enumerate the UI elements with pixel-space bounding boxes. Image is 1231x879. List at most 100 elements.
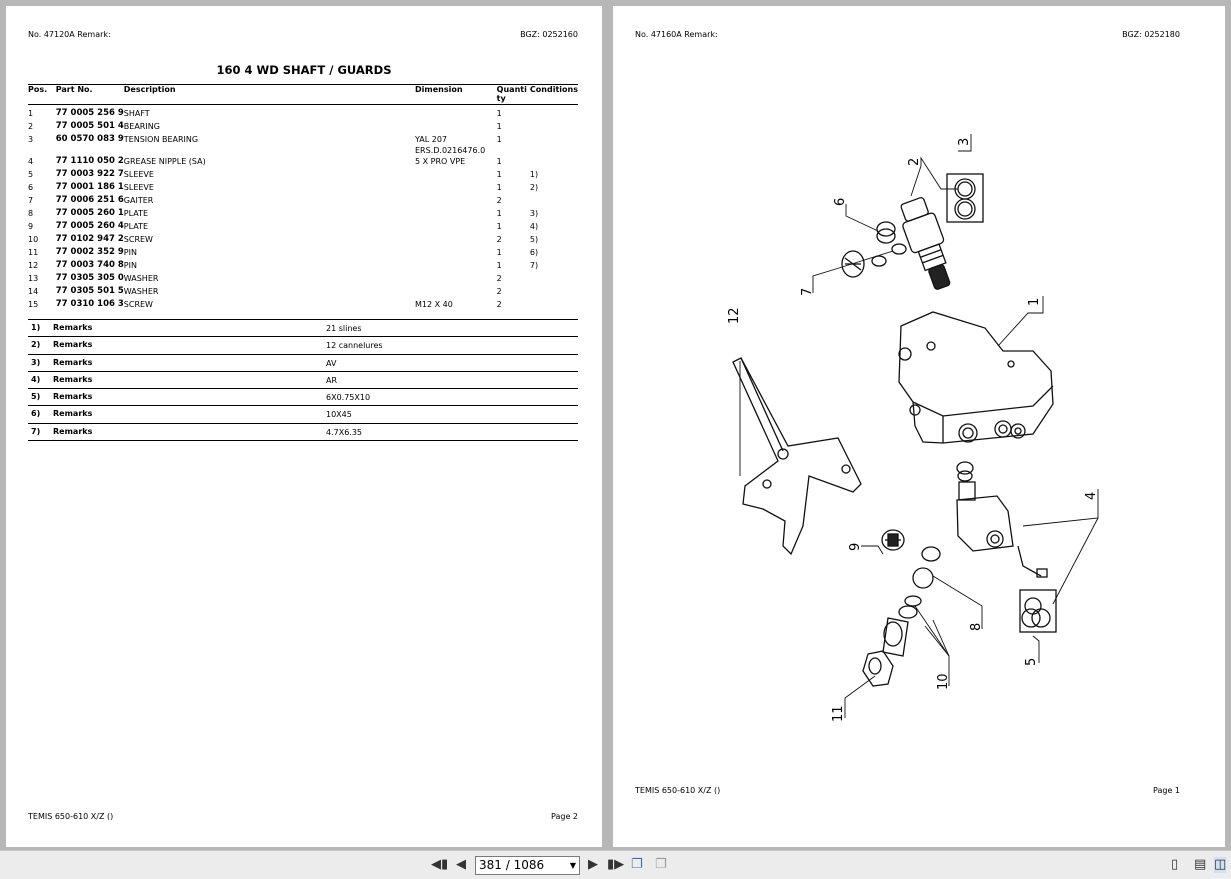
- cell-cond: [530, 121, 578, 134]
- cell-cond: 5): [529, 235, 539, 244]
- insert-pages-icon[interactable]: ❐: [655, 857, 667, 872]
- continuous-view-icon[interactable]: ▤: [1194, 857, 1207, 872]
- col-part-no: Part No.: [55, 84, 124, 105]
- prev-page-icon[interactable]: ◀: [456, 857, 466, 872]
- cell-qty: 1: [496, 170, 502, 179]
- cell-dim: 5 X PRO VPE: [415, 157, 466, 166]
- cell-pos: 8: [28, 209, 34, 218]
- callout-11: 11: [831, 705, 846, 722]
- cell-pos: 3: [28, 135, 34, 144]
- col-quantity: Quantity: [496, 84, 530, 105]
- cell-cond: [530, 286, 578, 299]
- single-page-view-icon[interactable]: ▯: [1171, 857, 1179, 872]
- cell-cond: 4): [529, 222, 539, 231]
- cell-pos: 14: [28, 287, 39, 296]
- cell-dim: [415, 182, 497, 195]
- last-page-icon[interactable]: ▮▶: [607, 857, 625, 872]
- cell-part-no: 77 0001 186 1: [55, 182, 124, 192]
- callout-5: 5: [1024, 658, 1039, 666]
- left-page: No. 47120A Remark: BGZ: 0252160 160 4 WD…: [6, 6, 602, 847]
- page-number-input[interactable]: 381 / 1086 ▼: [475, 856, 580, 875]
- cell-desc: TENSION BEARING: [123, 135, 199, 144]
- footer-model: TEMIS 650-610 X/Z (): [28, 812, 114, 821]
- header-bgz: BGZ: 0252180: [1122, 30, 1180, 39]
- cell-part-no: 77 0003 922 7: [55, 169, 124, 179]
- cell-pos: 13: [28, 274, 39, 283]
- cell-desc: WASHER: [123, 287, 159, 296]
- cell-pos: 9: [28, 222, 34, 231]
- callout-4: 4: [1084, 492, 1099, 500]
- cell-desc: GREASE NIPPLE (SA): [123, 157, 206, 166]
- cell-qty: 1: [496, 209, 502, 218]
- cell-pos: 1: [28, 109, 34, 118]
- cell-qty: 2: [496, 300, 502, 309]
- cell-qty: 2: [496, 235, 502, 244]
- page-number-value: 381 / 1086: [479, 858, 545, 872]
- cell-desc: PIN: [123, 261, 137, 270]
- page-title: 160 4 WD SHAFT / GUARDS: [216, 63, 392, 77]
- remark-label: Remarks: [53, 357, 93, 367]
- cell-part-no: 77 0102 947 2: [55, 234, 124, 244]
- cell-part-no: 77 0003 740 8: [55, 260, 124, 270]
- col-conditions: Conditions: [529, 84, 578, 105]
- cell-desc: SCREW: [123, 235, 153, 244]
- chevron-down-icon[interactable]: ▼: [569, 861, 576, 870]
- cell-qty: 2: [496, 196, 502, 205]
- callout-7: 7: [800, 288, 815, 296]
- cell-qty: 1: [496, 183, 502, 192]
- cell-cond: [530, 108, 578, 121]
- cell-desc: WASHER: [123, 274, 159, 283]
- callout-6: 6: [833, 198, 848, 206]
- cell-desc: BEARING: [123, 122, 160, 131]
- footer-page-number: Page 1: [1153, 786, 1180, 795]
- remark-number: 7): [31, 426, 41, 436]
- remark-label: Remarks: [53, 392, 93, 402]
- cell-part-no: 77 0002 352 9: [55, 247, 124, 257]
- callout-12: 12: [727, 307, 742, 324]
- cell-cond: 3): [529, 209, 539, 218]
- callout-10: 10: [936, 673, 951, 690]
- cell-pos: 2: [28, 122, 34, 131]
- callout-2: 2: [907, 158, 922, 166]
- cell-cond: 7): [529, 261, 539, 270]
- cell-dim-line1: YAL 207: [415, 135, 448, 144]
- two-page-view-icon[interactable]: ◫: [1214, 857, 1227, 873]
- remark-number: 6): [31, 409, 41, 419]
- remark-number: 1): [31, 323, 41, 332]
- remark-value: 21 slines: [326, 324, 362, 333]
- remark-label: Remarks: [53, 340, 93, 350]
- cell-desc: PLATE: [123, 209, 149, 218]
- cell-qty: 1: [496, 248, 502, 257]
- cell-qty: 1: [496, 135, 502, 144]
- cell-cond: [530, 273, 578, 286]
- remark-value: AV: [326, 358, 337, 368]
- cell-desc: SCREW: [123, 300, 153, 309]
- cell-part-no: 77 0005 260 4: [55, 221, 124, 231]
- cell-cond: [530, 156, 578, 169]
- next-page-icon[interactable]: ▶: [588, 857, 598, 872]
- cell-cond: [530, 195, 578, 208]
- parts-table: Pos. Part No. Description Dimension Quan…: [28, 84, 578, 312]
- cell-dim: [415, 247, 497, 260]
- small-nut: [876, 221, 907, 255]
- extract-pages-icon[interactable]: ❐: [631, 857, 643, 872]
- first-page-icon[interactable]: ◀▮: [431, 857, 449, 872]
- cell-part-no: 77 0305 305 0: [55, 273, 124, 283]
- remark-value: 4.7X6.35: [326, 427, 363, 437]
- leader-lines: [739, 134, 1099, 718]
- cell-pos: 11: [28, 248, 39, 257]
- cell-desc: SLEEVE: [123, 170, 154, 179]
- cell-pos: 7: [28, 196, 34, 205]
- oring-set-box-top: [946, 173, 984, 223]
- mounting-bracket: [732, 357, 862, 556]
- callout-8: 8: [969, 623, 984, 631]
